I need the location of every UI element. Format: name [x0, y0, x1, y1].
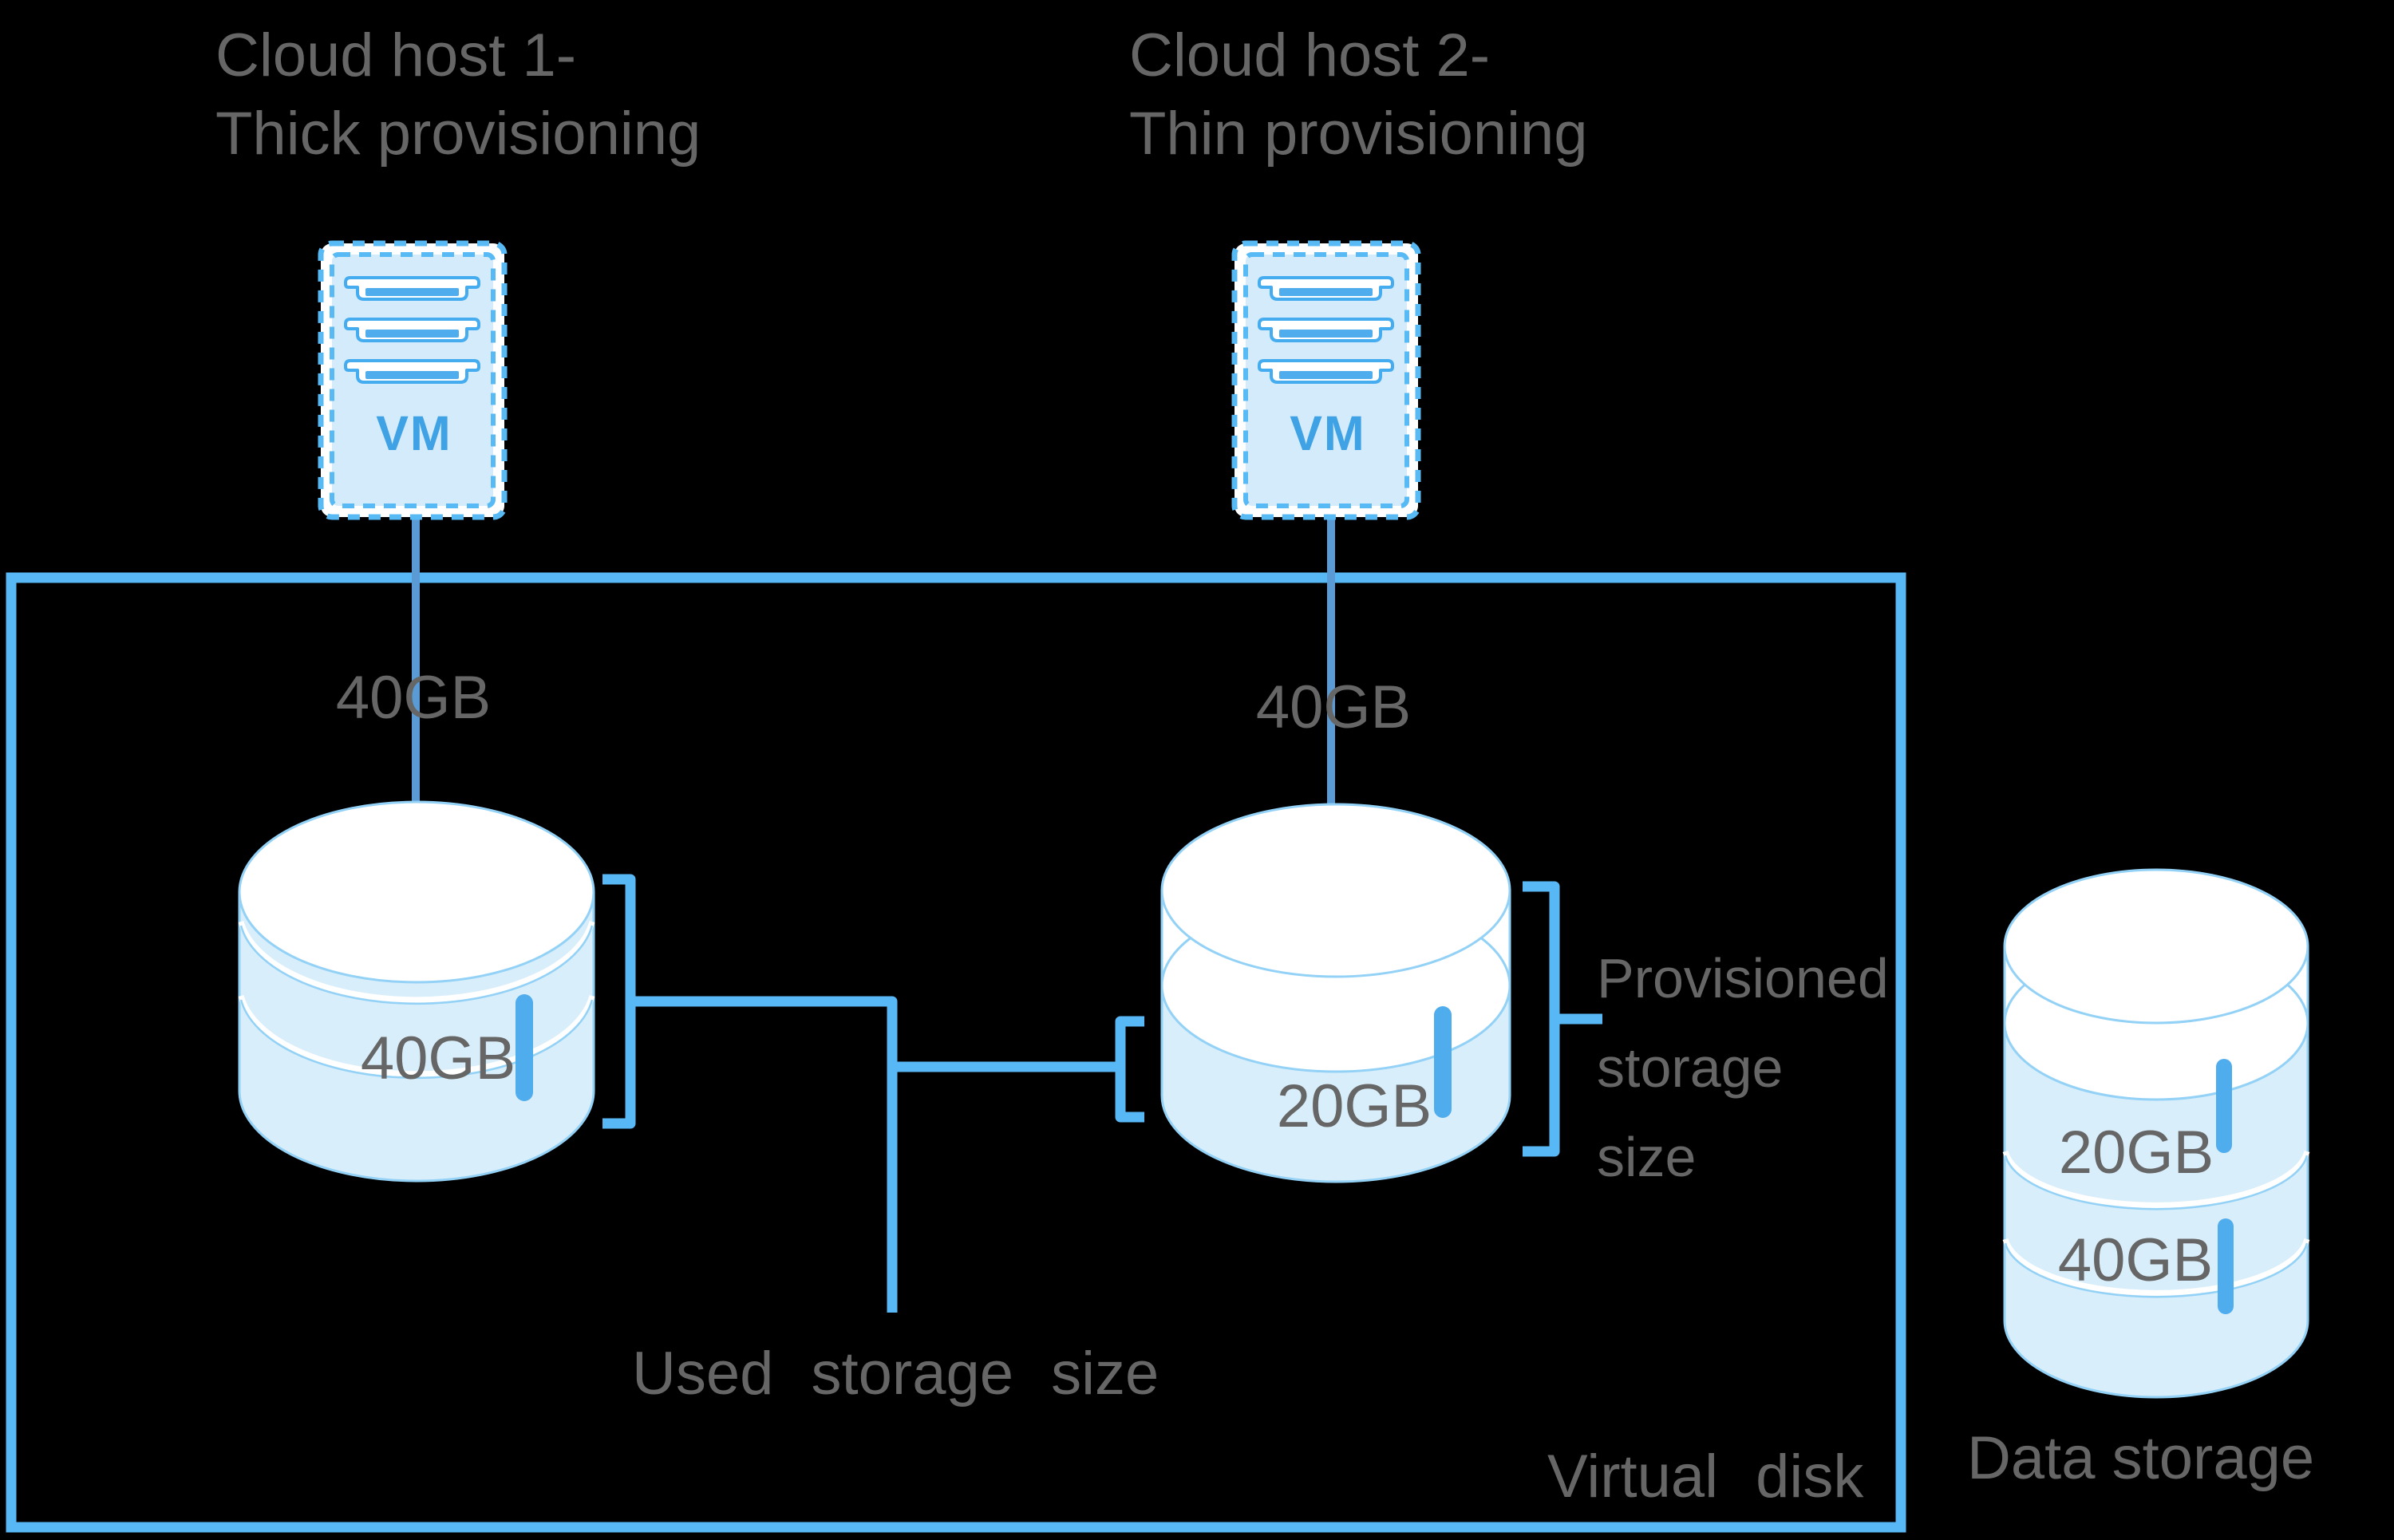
- vm2-link-size-label: 40GB: [1255, 673, 1412, 741]
- thick-disk-capacity-bar-icon: [516, 994, 533, 1101]
- data-storage-label: Data storage: [1967, 1424, 2315, 1492]
- server-tray-icon: [1258, 276, 1394, 301]
- server-tray-icon: [344, 359, 480, 384]
- vm1-link-size-label: 40GB: [335, 664, 492, 732]
- data-storage-cylinder: [2002, 868, 2310, 1399]
- virtual-disk-label: Virtual disk: [1547, 1443, 1864, 1510]
- virtual-disk-box: [6, 572, 1906, 1533]
- thin-disk-used-label: 20GB: [1276, 1072, 1432, 1140]
- server-tray-icon: [344, 276, 480, 301]
- datastore-thick-size-label: 40GB: [2057, 1226, 2214, 1294]
- server-tray-icon: [1258, 359, 1394, 384]
- used-storage-connector: [630, 996, 898, 1313]
- host1-title: Cloud host 1- Thick provisioning: [215, 22, 701, 168]
- vm1-label: VM: [376, 406, 452, 460]
- thick-disk-used-label: 40GB: [360, 1025, 516, 1092]
- vm2-label: VM: [1290, 406, 1366, 460]
- server-tray-icon: [1258, 318, 1394, 342]
- thick-disk-measure-bracket: [602, 874, 636, 1129]
- datastore-thick-capacity-bar-icon: [2218, 1218, 2234, 1314]
- vm1-box: [318, 240, 508, 520]
- host2-title: Cloud host 2- Thin provisioning: [1129, 22, 1588, 168]
- provisioned-storage-label: Provisioned storage size: [1597, 947, 1889, 1188]
- datastore-thin-size-label: 20GB: [2058, 1119, 2214, 1187]
- thin-disk-cylinder: [1160, 803, 1511, 1183]
- used-storage-label: Used storage size: [632, 1340, 1159, 1408]
- vm2-box: [1231, 240, 1421, 520]
- provisioned-measure-brace: [1523, 881, 1560, 1157]
- thin-disk-measure-bracket: [1115, 1016, 1144, 1123]
- thick-disk-cylinder: [238, 800, 595, 1183]
- thin-disk-capacity-bar-icon: [1434, 1006, 1452, 1118]
- server-tray-icon: [344, 318, 480, 342]
- datastore-thin-capacity-bar-icon: [2216, 1059, 2232, 1153]
